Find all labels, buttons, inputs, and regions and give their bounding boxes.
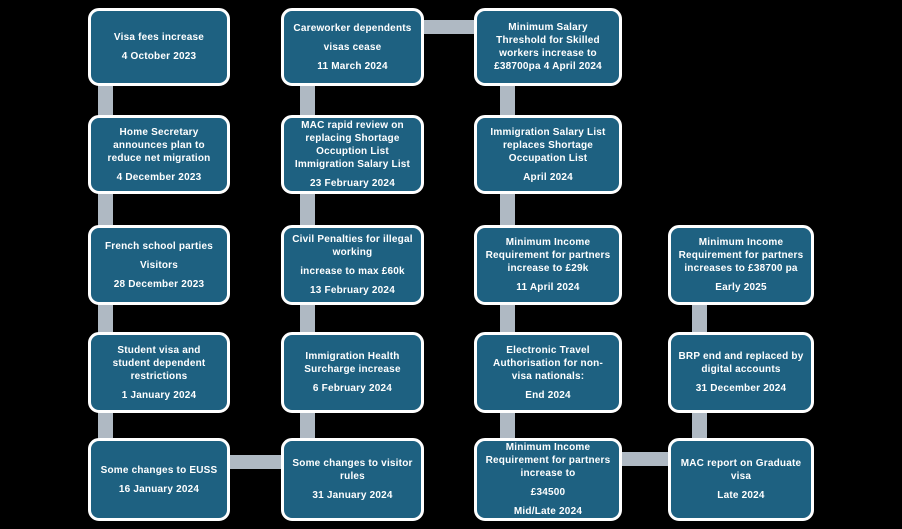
box-text: Some changes to EUSS: [100, 464, 218, 476]
box-date: 11 March 2024: [317, 60, 388, 72]
box-date: 1 January 2024: [121, 389, 197, 401]
timeline-box: Civil Penalties for illegal working incre…: [281, 225, 424, 305]
box-text: Minimum Salary Threshold for Skilled wor…: [494, 22, 602, 72]
box-text: MAC rapid review on replacing Shortage O…: [294, 120, 411, 170]
box-date: 31 January 2024: [312, 490, 393, 501]
connector-row5-col1-col2: [226, 455, 286, 469]
box-date: 4 December 2023: [116, 171, 202, 183]
box-date: Early 2025: [715, 282, 767, 293]
box-text: visas cease: [323, 41, 382, 53]
timeline-box: Minimum Income Requirement for partners …: [474, 225, 622, 305]
box-date: Late 2024: [717, 490, 765, 501]
box-text: Minimum Income Requirement for partners …: [485, 442, 611, 479]
box-text: Minimum Income Requirement for partners …: [485, 237, 611, 274]
timeline-box: Electronic Travel Authorisation for non-…: [474, 332, 622, 413]
timeline-box: Student visa and student dependent restr…: [88, 332, 230, 413]
timeline-box: Minimum Income Requirement for partners …: [474, 438, 622, 521]
timeline-box: Home Secretary announces plan to reduce …: [88, 115, 230, 194]
box-text: French school parties: [104, 240, 214, 252]
timeline-box: BRP end and replaced by digital accounts…: [668, 332, 814, 413]
box-text: Student visa and student dependent restr…: [112, 344, 206, 382]
box-text: BRP end and replaced by digital accounts: [678, 351, 804, 375]
box-date: 11 April 2024: [516, 282, 580, 293]
timeline-box: MAC rapid review on replacing Shortage O…: [281, 115, 424, 194]
timeline-box: Careworker dependents visas cease 11 March…: [281, 8, 424, 86]
box-text: Visa fees increase: [113, 32, 205, 43]
box-text: Electronic Travel Authorisation for non-…: [493, 344, 603, 382]
box-date: End 2024: [525, 389, 571, 401]
timeline-box: Immigration Salary List replaces Shortag…: [474, 115, 622, 194]
box-text: increase to max £60k: [300, 266, 405, 277]
box-text: Some changes to visitor rules: [292, 458, 413, 482]
box-date: 31 December 2024: [695, 383, 787, 394]
box-text: Home Secretary announces plan to reduce …: [107, 126, 211, 164]
box-text: Immigration Health Surcharge increase: [304, 351, 401, 375]
timeline-box: Some changes to visitor rules 31 January …: [281, 438, 424, 521]
box-date: 13 February 2024: [310, 285, 395, 296]
connector-row1-col2-col3: [420, 20, 478, 34]
timeline-box: Minimum Income Requirement for partners …: [668, 225, 814, 305]
box-date: 6 February 2024: [312, 383, 393, 394]
box-text: Minimum Income Requirement for partners …: [678, 237, 804, 274]
box-date: 23 February 2024: [310, 178, 395, 189]
box-date: 16 January 2024: [118, 483, 200, 495]
box-date: April 2024: [523, 171, 573, 183]
timeline-box: Some changes to EUSS 16 January 2024: [88, 438, 230, 521]
box-text: Visitors: [139, 259, 179, 271]
box-text: Immigration Salary List replaces Shortag…: [490, 126, 606, 164]
box-text: Civil Penalties for illegal working: [292, 234, 413, 258]
timeline-box: Minimum Salary Threshold for Skilled wor…: [474, 8, 622, 86]
timeline-box: Immigration Health Surcharge increase 6 F…: [281, 332, 424, 413]
box-date: Mid/Late 2024: [513, 506, 583, 517]
box-text: MAC report on Graduate visa: [680, 458, 802, 482]
box-date: 4 October 2023: [121, 51, 197, 62]
timeline-box: Visa fees increase 4 October 2023: [88, 8, 230, 86]
box-date: 28 December 2023: [113, 278, 205, 290]
connector-row5-col3-col4: [618, 452, 672, 466]
box-text: £34500: [530, 487, 566, 498]
box-text: Careworker dependents: [293, 22, 412, 34]
